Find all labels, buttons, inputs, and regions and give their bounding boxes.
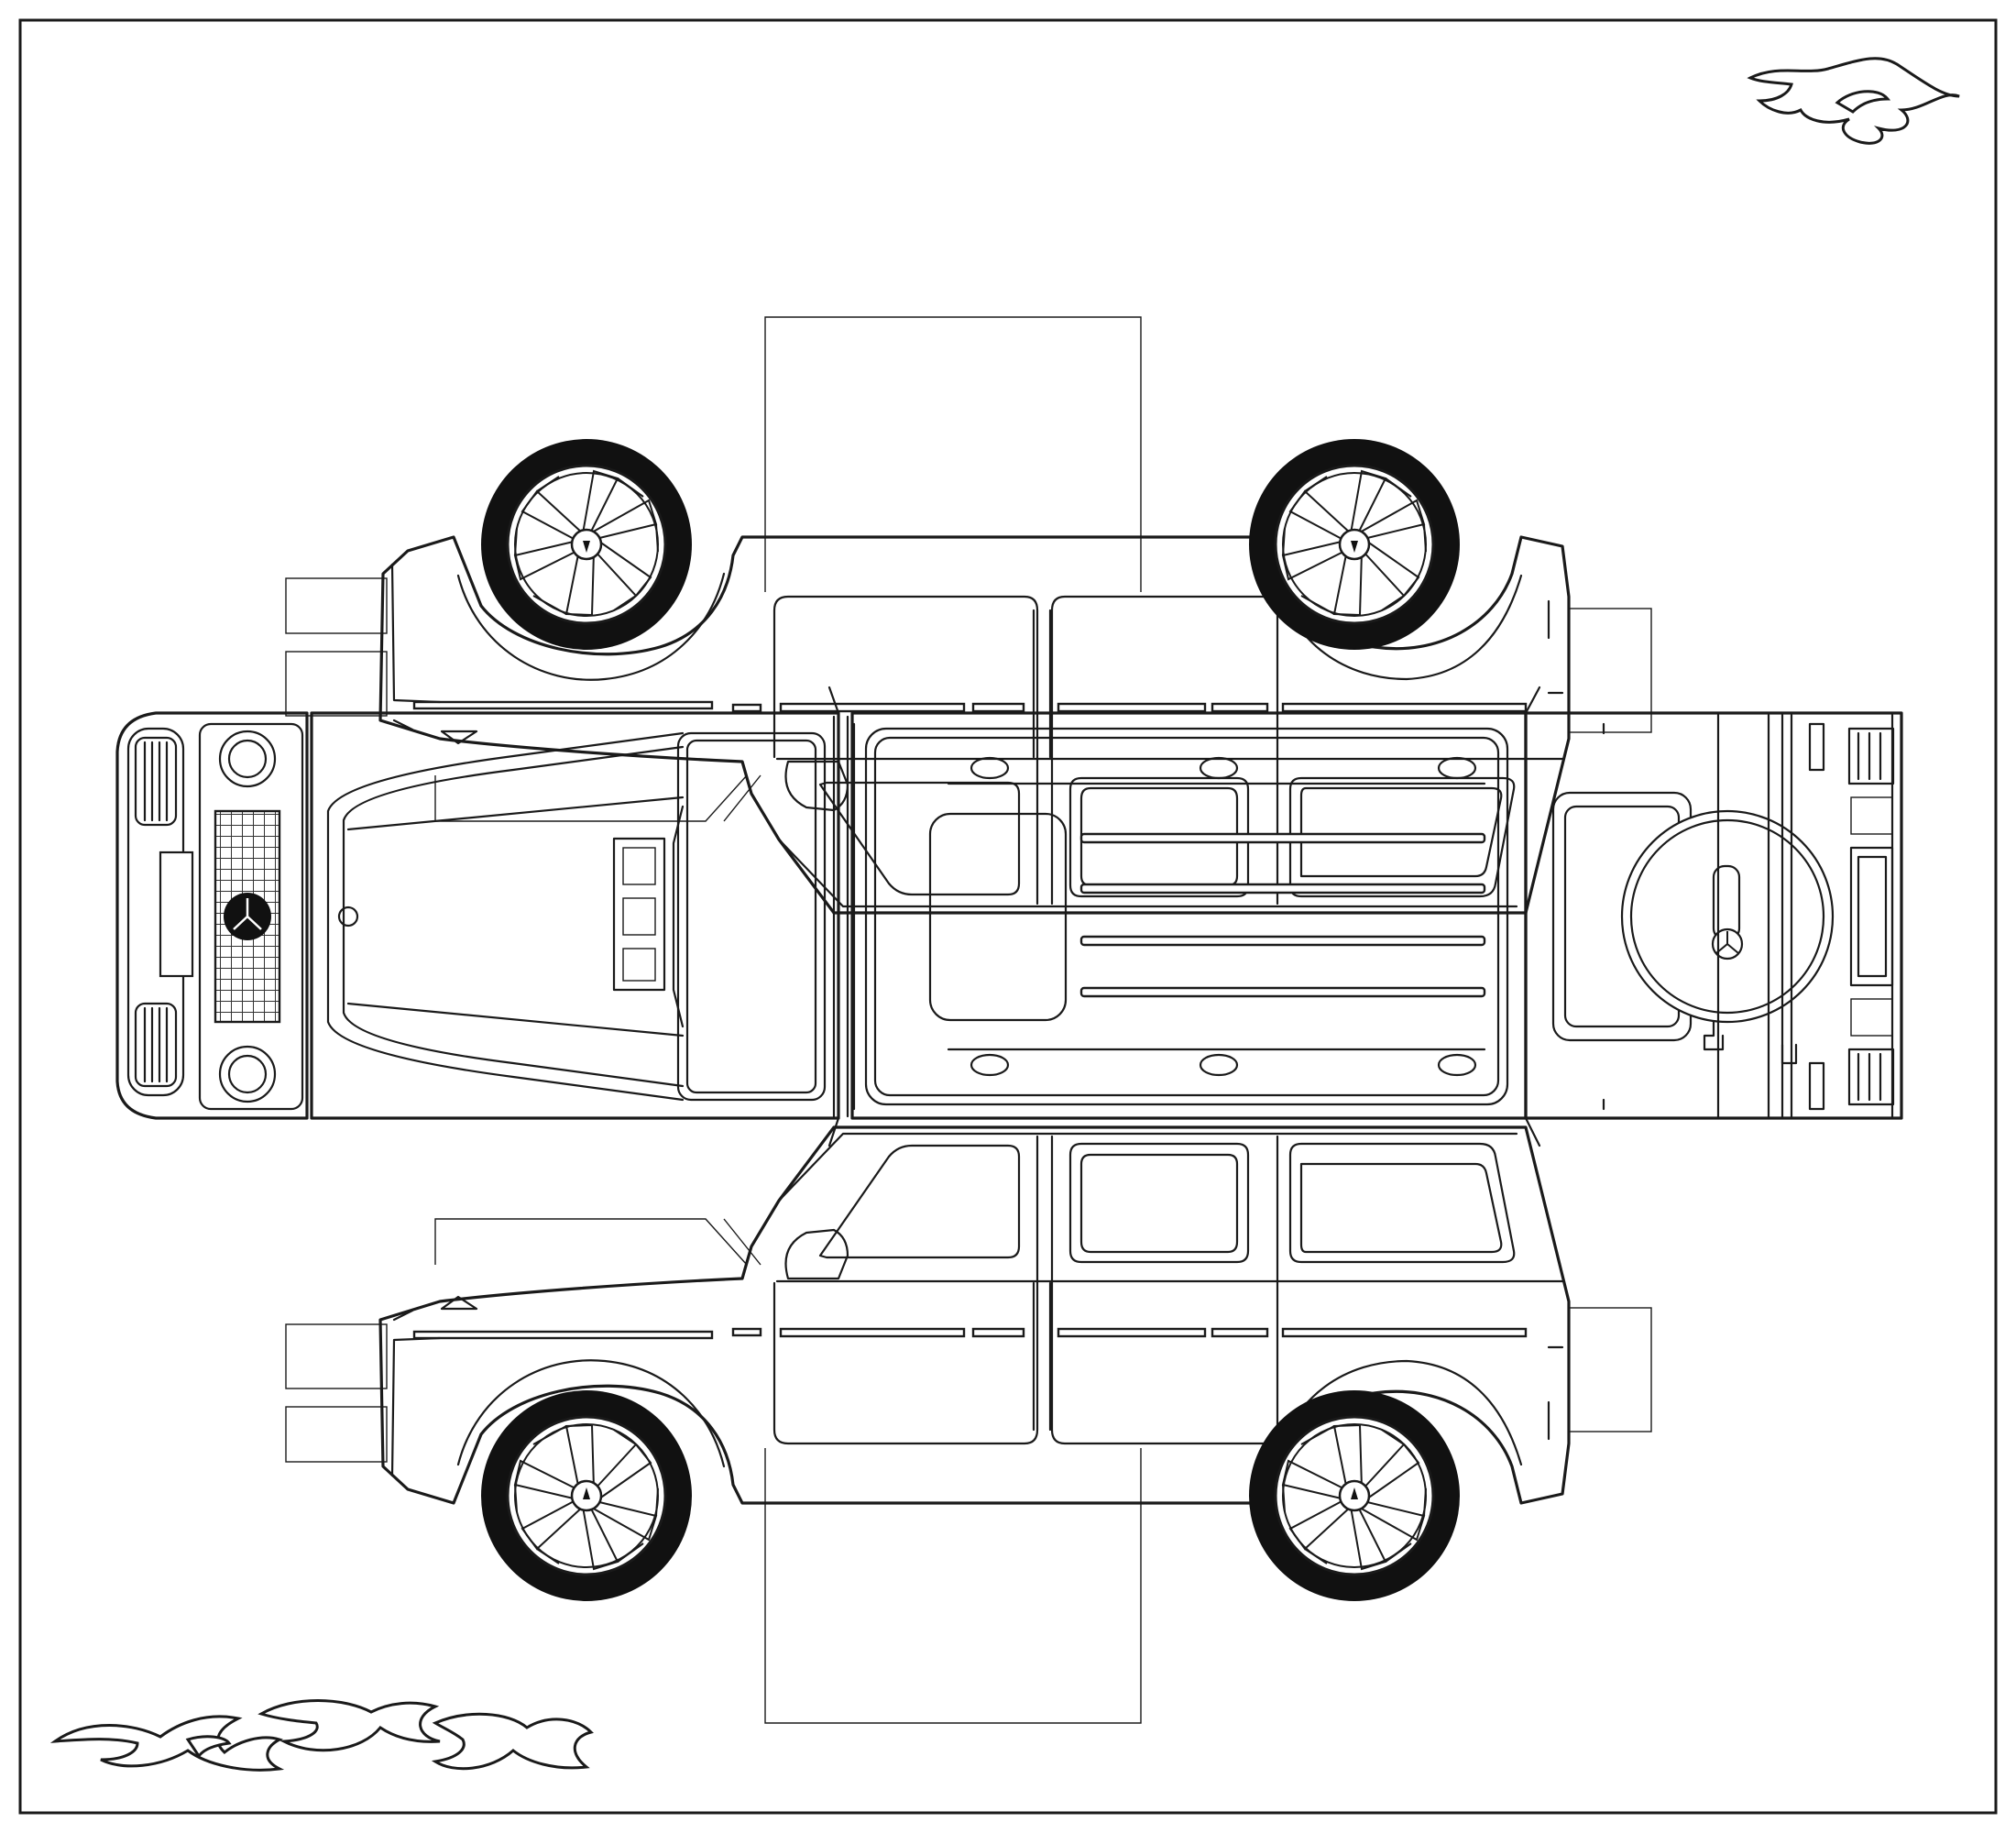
rear-panel <box>1524 711 1903 1120</box>
panel-connectors <box>827 686 1541 1147</box>
front-panel <box>115 711 309 1120</box>
sheet-border <box>18 18 1998 1815</box>
roof-panel <box>850 711 1528 1120</box>
flame-icon <box>1747 57 1960 145</box>
flames-icon <box>49 1699 594 1772</box>
hood-panel <box>310 711 856 1120</box>
bottom-side-panel <box>286 1127 1651 1723</box>
top-side-panel <box>286 317 1651 913</box>
